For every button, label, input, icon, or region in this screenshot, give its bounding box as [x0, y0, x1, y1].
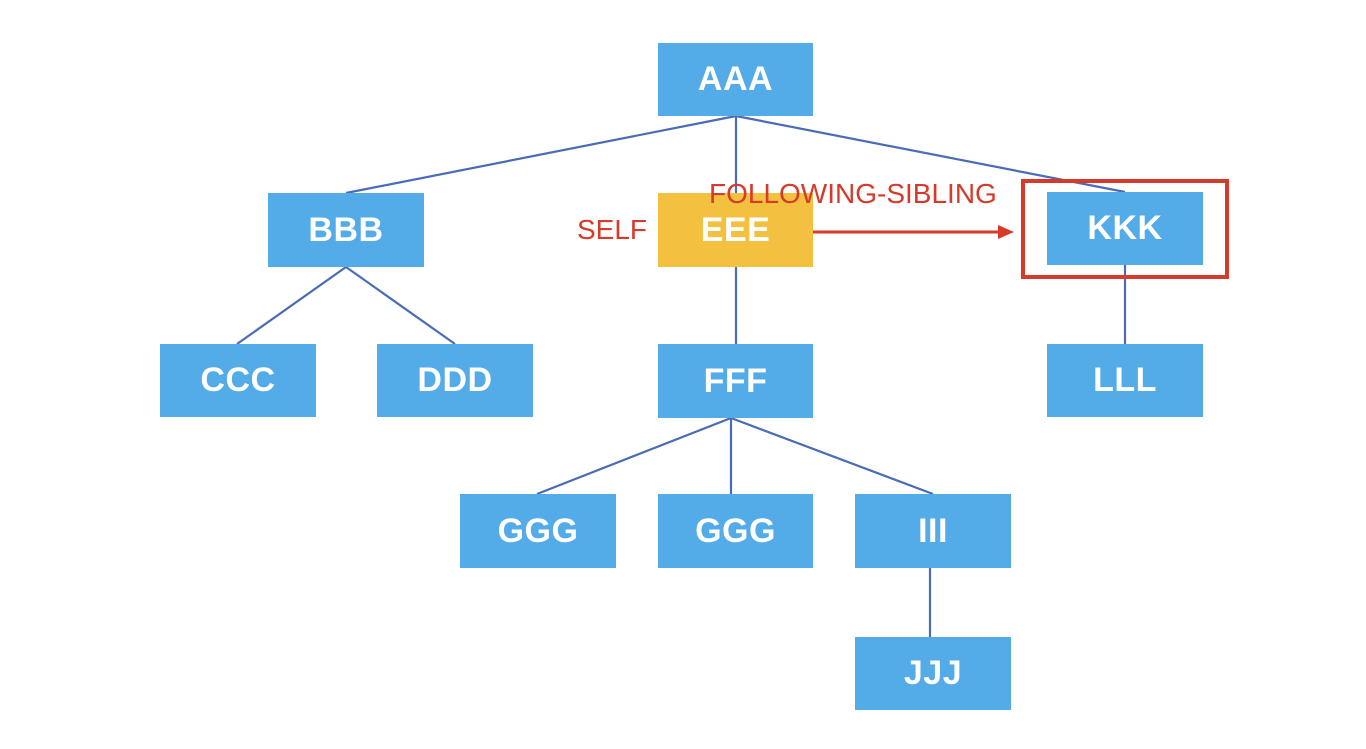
self-annotation-label: SELF — [577, 214, 648, 245]
node-ggg-2: GGG — [658, 494, 813, 568]
node-ddd: DDD — [377, 344, 533, 417]
node-ggg-1: GGG — [460, 494, 616, 568]
node-aaa-label: AAA — [697, 60, 774, 98]
edge-fff-iii — [730, 416, 934, 496]
edge-fff-ggg1 — [536, 416, 732, 496]
node-iii-label: III — [918, 511, 948, 550]
node-jjj: JJJ — [855, 637, 1011, 710]
node-ccc-label: CCC — [200, 361, 276, 399]
node-aaa: AAA — [658, 43, 813, 116]
node-kkk-label: KKK — [1087, 209, 1163, 247]
node-fff: FFF — [658, 344, 813, 418]
node-bbb-label: BBB — [308, 210, 384, 249]
following-sibling-annotation-label: FOLLOWING-SIBLING — [709, 178, 997, 209]
edge-bbb-ddd — [345, 266, 456, 345]
following-sibling-highlight-box — [1021, 179, 1229, 279]
following-sibling-arrow — [792, 225, 1014, 239]
node-ggg-2-label: GGG — [695, 511, 776, 550]
node-bbb: BBB — [268, 193, 424, 267]
node-ggg-1-label: GGG — [497, 511, 579, 550]
node-kkk: KKK — [1047, 192, 1203, 265]
node-fff-label: FFF — [703, 361, 768, 400]
edge-bbb-ccc — [236, 266, 347, 345]
edge-aaa-bbb — [345, 114, 737, 195]
node-eee-label: EEE — [700, 210, 771, 249]
node-lll: LLL — [1047, 344, 1203, 417]
node-ddd-label: DDD — [417, 361, 493, 399]
node-ccc: CCC — [160, 344, 316, 417]
node-lll-label: LLL — [1093, 361, 1157, 399]
node-jjj-label: JJJ — [903, 654, 963, 692]
node-iii: III — [855, 494, 1011, 568]
node-eee-self: EEE — [658, 193, 813, 267]
